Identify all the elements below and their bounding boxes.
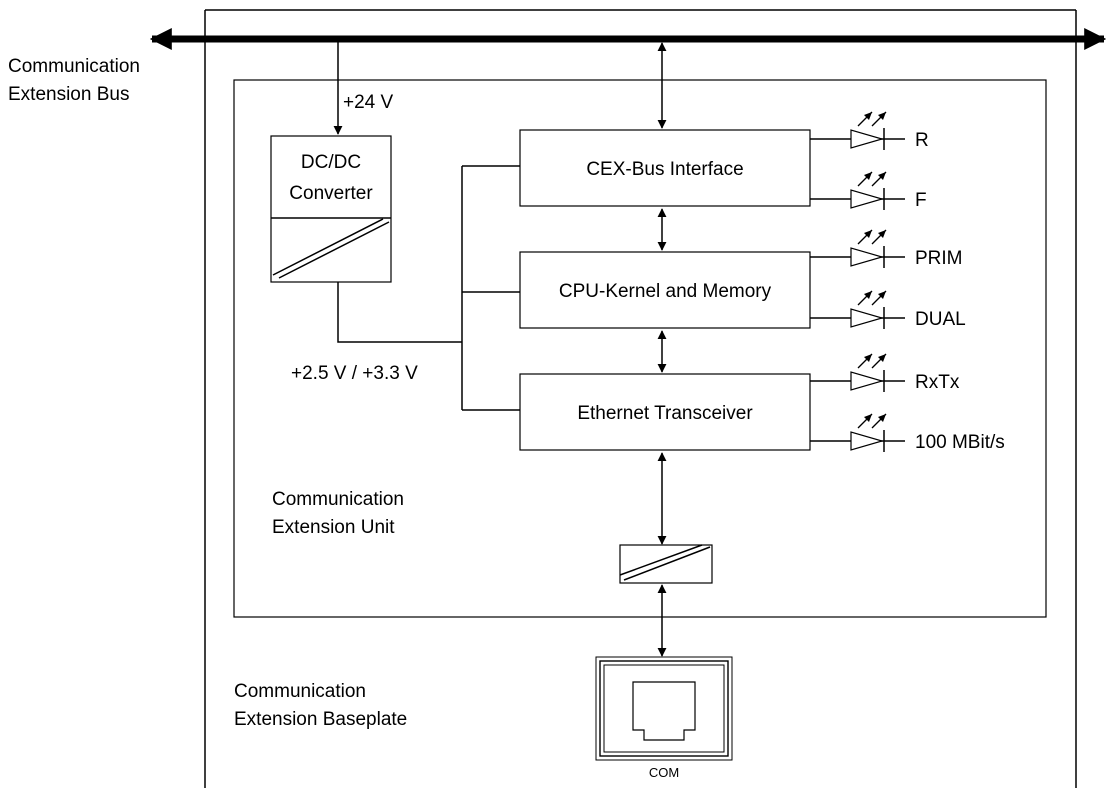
dcdc-label-line1: DC/DC — [301, 152, 361, 173]
light-ray-arrowhead — [878, 112, 886, 120]
led-label: RxTx — [915, 372, 960, 393]
baseplate-frame — [204, 9, 1077, 788]
svg-text:Ethernet Transceiver: Ethernet Transceiver — [577, 403, 753, 424]
led-label: DUAL — [915, 309, 966, 330]
extension-unit-label: Communication Extension Unit — [272, 489, 409, 538]
led-diode-icon — [850, 129, 885, 149]
led-diode-icon — [850, 189, 885, 209]
led-indicator: DUAL — [810, 290, 966, 330]
isolation-block — [619, 544, 713, 584]
power-distribution-lines — [337, 165, 520, 411]
led-label: R — [915, 130, 929, 151]
light-ray-arrowhead — [878, 172, 886, 180]
led-diode-icon — [850, 247, 885, 267]
voltage-label: +2.5 V / +3.3 V — [291, 363, 418, 384]
light-ray-arrowhead — [864, 414, 872, 422]
led-label: 100 MBit/s — [915, 432, 1005, 453]
led-indicator: PRIM — [810, 229, 963, 269]
cpu-kernel-block: CPU-Kernel and Memory — [519, 251, 811, 329]
light-ray-arrowhead — [864, 354, 872, 362]
led-label: F — [915, 190, 927, 211]
dcdc-converter: DC/DC Converter — [270, 135, 392, 283]
cex-bus-interface-block: CEX-Bus Interface — [519, 129, 811, 207]
led-diode-icon — [850, 371, 885, 391]
light-ray-arrowhead — [878, 291, 886, 299]
bus-label: Communication Extension Bus — [8, 56, 145, 105]
ethernet-transceiver-block: Ethernet Transceiver — [519, 373, 811, 451]
led-indicator: RxTx — [810, 353, 960, 393]
dcdc-label-line2: Converter — [289, 183, 373, 204]
led-label: PRIM — [915, 248, 963, 269]
led-indicator: R — [810, 111, 929, 151]
led-indicator: 100 MBit/s — [810, 413, 1005, 453]
com-connector-icon — [595, 656, 733, 761]
com-label: COM — [649, 765, 679, 780]
led-diode-icon — [850, 431, 885, 451]
led-diode-icon — [850, 308, 885, 328]
supply-label: +24 V — [343, 92, 394, 113]
svg-text:CPU-Kernel and Memory: CPU-Kernel and Memory — [559, 281, 772, 302]
light-ray-arrowhead — [878, 230, 886, 238]
light-ray-arrowhead — [864, 230, 872, 238]
svg-text:CEX-Bus Interface: CEX-Bus Interface — [586, 159, 743, 180]
light-ray-arrowhead — [878, 354, 886, 362]
light-ray-arrowhead — [864, 291, 872, 299]
led-indicator: F — [810, 171, 927, 211]
light-ray-arrowhead — [864, 112, 872, 120]
light-ray-arrowhead — [864, 172, 872, 180]
status-leds: R F PRIM DUAL RxTx 100 MBit/s — [810, 111, 1005, 453]
light-ray-arrowhead — [878, 414, 886, 422]
baseplate-label: Communication Extension Baseplate — [234, 681, 407, 730]
